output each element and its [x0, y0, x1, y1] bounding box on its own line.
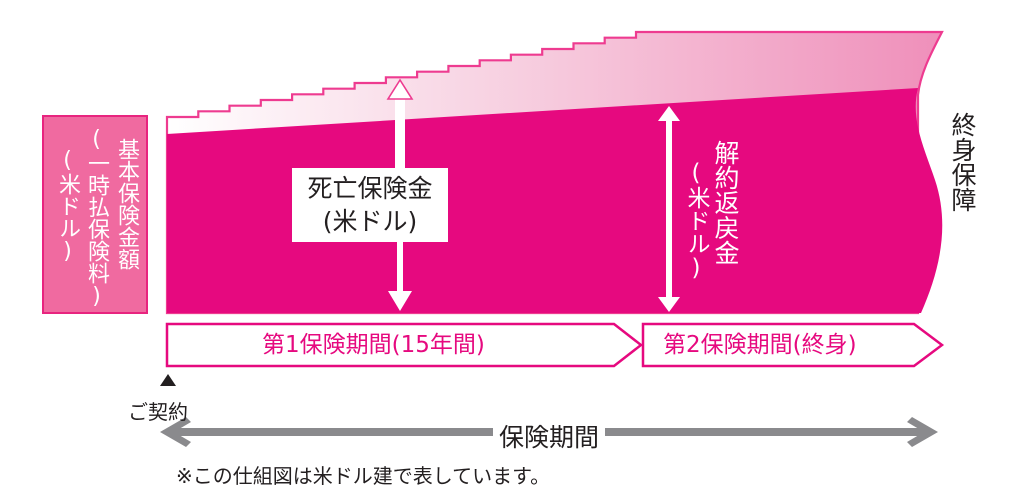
- contract-label: ご契約: [128, 400, 188, 424]
- surrender-value-currency: (米ドル): [683, 160, 709, 281]
- single-premium-label: (一時払保険料): [84, 127, 109, 309]
- period-1-label: 第1保険期間(15年間): [262, 332, 485, 358]
- insurance-term-label: 保険期間: [493, 418, 606, 454]
- basic-amount-label: 基本保険金額: [114, 138, 139, 270]
- triangle-up-icon: [160, 374, 176, 386]
- death-benefit-label-box: 死亡保険金 (米ドル): [292, 168, 448, 242]
- surrender-value-label: 解約返戻金: [711, 140, 740, 265]
- usd-label-left: (米ドル): [55, 148, 80, 264]
- death-benefit-title: 死亡保険金: [307, 174, 433, 203]
- surrender-value-arrow: [658, 106, 680, 312]
- death-benefit-currency: (米ドル): [322, 207, 418, 236]
- period-1-chevron: [165, 322, 644, 368]
- period-2-chevron: [641, 322, 945, 368]
- surrender-value-area: [167, 88, 943, 313]
- death-benefit-arrow: [386, 78, 414, 311]
- period-2-label: 第2保険期間(終身): [663, 332, 857, 358]
- footnote: ※この仕組図は米ドル建で表しています。: [176, 464, 551, 488]
- lifetime-coverage-label: 終身保障: [948, 112, 977, 212]
- basic-amount-box: [42, 115, 148, 314]
